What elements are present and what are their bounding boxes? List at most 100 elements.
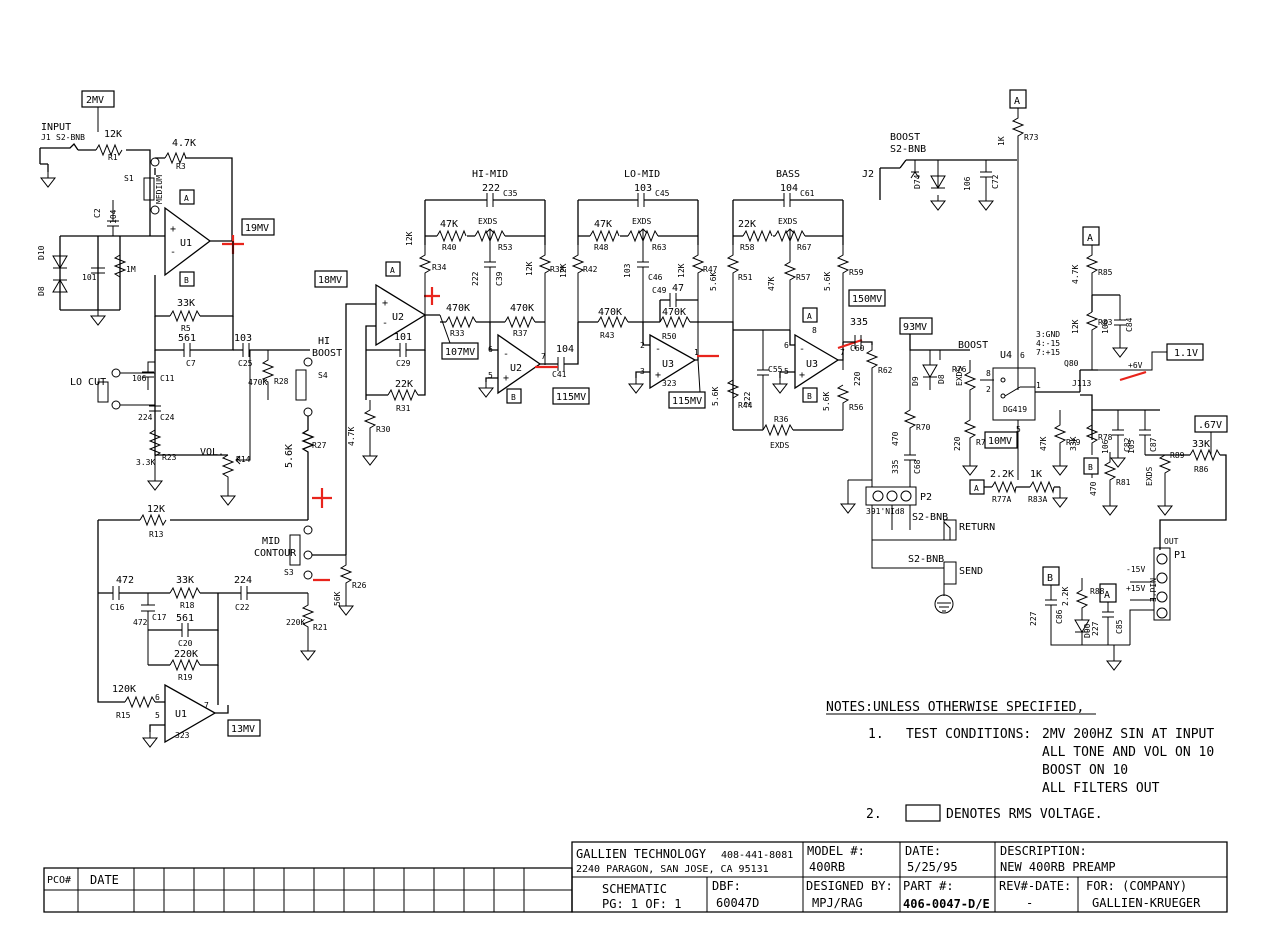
r13-value: 12K bbox=[147, 504, 165, 515]
c85-ref: C85 bbox=[1115, 619, 1124, 634]
mid-contour-section: 12K R13 472 C16 472 C17 33K R18 561 C20 … bbox=[97, 270, 368, 748]
u3b-pin8: 8 bbox=[812, 326, 817, 335]
u4-pin6: 6 bbox=[1020, 351, 1025, 360]
rev-value: - bbox=[1026, 896, 1033, 910]
rms-box-107mv bbox=[441, 342, 479, 360]
hi-mid-title: HI-MID bbox=[472, 169, 508, 180]
r28-ref: R28 bbox=[274, 377, 289, 386]
for-label: FOR: (COMPANY) bbox=[1086, 879, 1187, 893]
c87-value: 105 bbox=[1127, 439, 1136, 454]
d8-ref: D8 bbox=[37, 286, 46, 296]
note1-line4: ALL FILTERS OUT bbox=[1042, 781, 1160, 796]
r13-ref: R13 bbox=[149, 530, 164, 539]
u2-rail-a-text: A bbox=[390, 266, 395, 275]
note2-text: DENOTES RMS VOLTAGE. bbox=[946, 807, 1103, 822]
r4-value: 1M bbox=[126, 265, 136, 274]
c2-value: 104 bbox=[109, 209, 118, 224]
u2b-minus: - bbox=[503, 349, 509, 360]
r1-value: 12K bbox=[104, 129, 122, 140]
u4-m15-pin: 4:-15 bbox=[1036, 339, 1060, 348]
p6v-label: +6V bbox=[1128, 361, 1143, 370]
part-value: 406-0047-D/E bbox=[903, 897, 990, 911]
r43-value: 470K bbox=[598, 307, 622, 318]
r88-ref: R88 bbox=[1090, 587, 1105, 596]
u1-minus: - bbox=[170, 247, 176, 258]
dbf-label: DBF: bbox=[712, 879, 741, 893]
r48-value: 47K bbox=[594, 219, 612, 230]
boost-pot-label: BOOST bbox=[958, 340, 988, 351]
r19-value: 220K bbox=[174, 649, 198, 660]
out-rail-a-text: A bbox=[1087, 233, 1093, 244]
c22-ref: C22 bbox=[235, 603, 250, 612]
r21-value: 220K bbox=[286, 618, 305, 627]
r89-value: EXDS bbox=[1145, 467, 1154, 486]
c46-value: 103 bbox=[623, 263, 632, 278]
u2b-label: U2 bbox=[510, 363, 522, 374]
c85-value: 227 bbox=[1091, 621, 1100, 636]
j2-label: J2 bbox=[862, 169, 874, 180]
c24-ref: C24 bbox=[160, 413, 175, 422]
rms-150mv-level: 150MV bbox=[852, 294, 882, 305]
date-value: 5/25/95 bbox=[907, 860, 958, 874]
lo-cut-section: 33K R5 561 C7 106 C11 LO CUT 224 C24 3.3… bbox=[70, 241, 234, 491]
r33-value: 470K bbox=[446, 303, 470, 314]
input-label: INPUT bbox=[41, 122, 71, 133]
note1-line3: BOOST ON 10 bbox=[1042, 763, 1128, 778]
r18-ref: R18 bbox=[180, 601, 195, 610]
u4-gnd-pin: 3:GND bbox=[1036, 330, 1060, 339]
note1-number: 1. bbox=[868, 727, 884, 742]
lo-mid-section: LO-MID 103 C45 47K R48 EXDS R63 12K R42 … bbox=[559, 169, 719, 409]
out-rail-a bbox=[1082, 226, 1100, 246]
c11-value: 106 bbox=[132, 374, 147, 383]
r31-ref: R31 bbox=[396, 404, 411, 413]
r47-value: 12K bbox=[677, 263, 686, 278]
r38-value: 12K bbox=[525, 261, 534, 276]
r27-ref: R27 bbox=[312, 441, 327, 450]
u1b-label: U1 bbox=[175, 709, 187, 720]
u1-label: U1 bbox=[180, 238, 192, 249]
c72-ref: C72 bbox=[991, 174, 1000, 189]
u4-pin1: 1 bbox=[1036, 381, 1041, 390]
boost-label: BOOST bbox=[312, 348, 342, 359]
pco-header: PCO# bbox=[47, 875, 71, 886]
r47-ref: R47 bbox=[703, 265, 718, 274]
out-rail-b bbox=[1083, 457, 1099, 475]
c16-ref: C16 bbox=[110, 603, 125, 612]
c39-value: 222 bbox=[471, 271, 480, 286]
p1-label: P1 bbox=[1174, 550, 1186, 561]
c49-value: 47 bbox=[672, 283, 684, 294]
r50-ref: R50 bbox=[662, 332, 677, 341]
r5-ref: R5 bbox=[181, 324, 191, 333]
c86-ref: C86 bbox=[1055, 609, 1064, 624]
rms-input-level: 2MV bbox=[86, 95, 104, 106]
r23-value: 3.3K bbox=[136, 458, 155, 467]
p15v-label: +15V bbox=[1126, 584, 1145, 593]
c41-value: 104 bbox=[556, 344, 574, 355]
r81-ref: R81 bbox=[1116, 478, 1131, 487]
r77a-value: 2.2K bbox=[990, 469, 1014, 480]
r53-value: EXDS bbox=[478, 217, 497, 226]
vol-section: 103 C25 470K R28 HI BOOST S4 5.6K R27 VO… bbox=[200, 333, 342, 520]
r42-ref: R42 bbox=[583, 265, 598, 274]
c16-value: 472 bbox=[116, 575, 134, 586]
c49-ref: C49 bbox=[652, 286, 667, 295]
lo-mid-title: LO-MID bbox=[624, 169, 660, 180]
c86-value: 227 bbox=[1029, 611, 1038, 626]
send-jack: S2-BNB bbox=[908, 554, 944, 565]
rms-box-10mv bbox=[984, 431, 1018, 449]
company-phone: 408-441-8081 bbox=[721, 850, 793, 861]
u2-label: U2 bbox=[392, 312, 404, 323]
page-info: PG: 1 OF: 1 bbox=[602, 897, 681, 911]
r30-value: 4.7K bbox=[347, 427, 356, 446]
rms-1v1-level: 1.1V bbox=[1174, 348, 1198, 359]
dbf-value: 60047D bbox=[716, 896, 759, 910]
r53-ref: R53 bbox=[498, 243, 513, 252]
rms-box-115mv-a bbox=[552, 387, 590, 405]
d8b-ref: D8 bbox=[937, 374, 946, 384]
r79-value: 47K bbox=[1039, 436, 1048, 451]
c68-value: 335 bbox=[891, 459, 900, 474]
description-label: DESCRIPTION: bbox=[1000, 844, 1087, 858]
r42-value: 12K bbox=[559, 263, 568, 278]
return-label: RETURN bbox=[959, 522, 995, 533]
d10-ref: D10 bbox=[37, 245, 46, 260]
